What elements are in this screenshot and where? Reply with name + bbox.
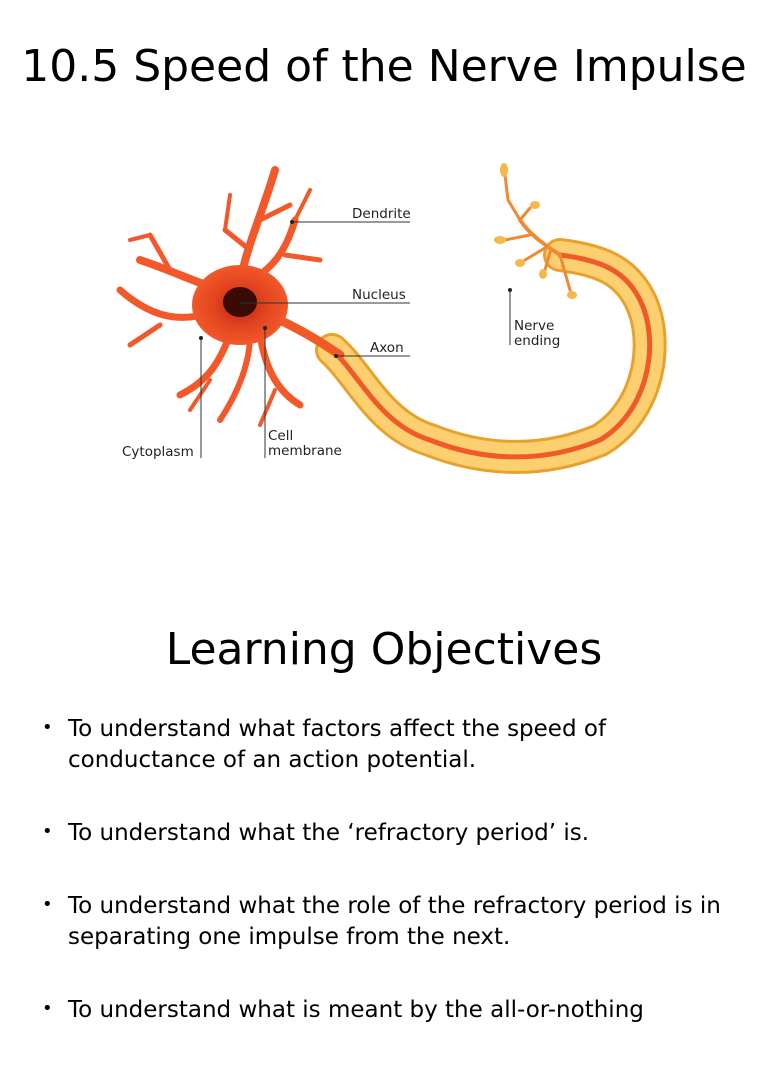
label-nucleus: Nucleus (352, 287, 406, 303)
neuron-diagram: Dendrite Nucleus Axon Nerve ending Cytop… (100, 160, 680, 490)
nerve-ending-branches (503, 173, 572, 292)
nerve-ending-terminals (494, 163, 577, 299)
nucleus (223, 287, 257, 317)
axon-myelin (315, 238, 667, 474)
label-cytoplasm: Cytoplasm (122, 444, 194, 460)
label-axon: Axon (370, 340, 404, 356)
objective-item: • To understand what is meant by the all… (40, 995, 740, 1026)
label-nerve-ending-1: Nerve (514, 318, 554, 334)
objective-text: To understand what is meant by the all-o… (68, 997, 644, 1023)
objective-item: • To understand what the role of the ref… (40, 891, 740, 953)
objectives-list: • To understand what factors affect the … (40, 714, 740, 1068)
bullet-icon: • (42, 894, 53, 915)
bullet-icon: • (42, 717, 53, 738)
objective-item: • To understand what the ‘refractory per… (40, 818, 740, 849)
label-cell-membrane-2: membrane (268, 443, 342, 459)
bullet-icon: • (42, 821, 53, 842)
label-nerve-ending-2: ending (514, 333, 560, 349)
axon-hillock (275, 315, 345, 360)
label-cell-membrane-1: Cell (268, 428, 293, 444)
bullet-icon: • (42, 998, 53, 1019)
objective-item: • To understand what factors affect the … (40, 714, 740, 776)
objective-text: To understand what factors affect the sp… (68, 716, 607, 773)
objective-text: To understand what the role of the refra… (68, 893, 721, 950)
slide-title: 10.5 Speed of the Nerve Impulse (21, 41, 747, 92)
label-dendrite: Dendrite (352, 206, 411, 222)
objectives-title: Learning Objectives (165, 624, 603, 675)
objective-text: To understand what the ‘refractory perio… (68, 820, 590, 846)
